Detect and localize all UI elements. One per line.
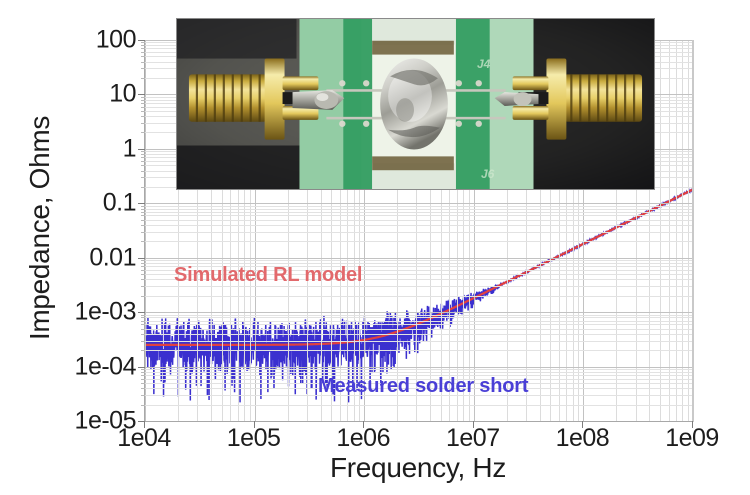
y-tick-mark-minor [141, 56, 145, 58]
y-tick-mark-minor [141, 78, 145, 80]
y-tick-mark-minor [141, 395, 145, 397]
y-tick-mark-minor [141, 340, 145, 342]
y-tick-mark-minor [141, 132, 145, 134]
y-tick-label: 1e-05 [74, 406, 137, 435]
y-tick-label: 0.1 [102, 188, 137, 217]
y-axis-ticks: 100 10 1 0.1 0.01 1e-03 1e-04 1e-05 [0, 0, 137, 495]
y-tick-mark [138, 203, 145, 205]
y-tick-mark-minor [141, 170, 145, 172]
x-tick-label: 1e05 [226, 424, 281, 452]
x-tick-mark [363, 421, 365, 428]
annotation-simulated-rl-model: Simulated RL model [174, 264, 363, 286]
x-axis-title: Frequency, Hz [329, 452, 507, 483]
y-tick-mark-minor [141, 320, 145, 322]
y-tick-mark-minor [141, 219, 145, 221]
y-tick-mark-minor [141, 160, 145, 162]
x-tick-label: 1e09 [665, 424, 719, 452]
x-tick-label: 1e07 [445, 424, 500, 452]
y-tick-mark-minor [141, 211, 145, 213]
y-tick-mark [138, 40, 145, 41]
y-tick-mark-minor [141, 45, 145, 47]
y-tick-mark-minor [141, 378, 145, 380]
y-axis-title: Impedance, Ohms [24, 115, 55, 341]
y-tick-mark-minor [141, 382, 145, 384]
plot-canvas [145, 186, 693, 403]
y-tick-mark-minor [141, 177, 145, 179]
x-tick-mark [472, 421, 474, 428]
y-tick-mark-minor [141, 102, 145, 104]
y-tick-mark-minor [141, 157, 145, 159]
x-tick-mark [692, 421, 693, 428]
y-tick-mark-minor [141, 205, 145, 207]
y-tick-mark-minor [141, 241, 145, 243]
y-tick-mark-minor [141, 333, 145, 335]
y-tick-mark-minor [141, 215, 145, 217]
y-tick-mark-minor [141, 68, 145, 70]
y-tick-mark-minor [141, 295, 145, 297]
y-tick-mark-minor [141, 350, 145, 352]
y-tick-mark-minor [141, 328, 145, 330]
y-tick-mark-minor [141, 116, 145, 118]
y-tick-mark-minor [141, 96, 145, 98]
board-photo-illustration [177, 19, 654, 189]
y-tick-mark-minor [141, 404, 145, 406]
y-tick-mark [138, 366, 145, 368]
y-tick-mark [138, 148, 145, 150]
x-tick-label: 1e08 [555, 424, 610, 452]
y-tick-mark-minor [141, 266, 145, 268]
y-tick-label: 1e-04 [74, 352, 137, 381]
y-tick-mark [138, 257, 145, 259]
y-tick-mark-minor [141, 286, 145, 288]
y-tick-mark-minor [141, 208, 145, 210]
y-tick-label: 0.01 [89, 243, 136, 272]
plot-right-border [692, 40, 694, 422]
y-tick-label: 10 [109, 79, 136, 108]
y-tick-mark-minor [141, 224, 145, 226]
y-tick-mark-minor [141, 279, 145, 281]
y-tick-mark-minor [141, 165, 145, 167]
y-tick-mark-minor [141, 48, 145, 50]
y-tick-mark [138, 94, 145, 96]
y-tick-mark-minor [141, 260, 145, 262]
y-tick-mark-minor [141, 317, 145, 319]
y-tick-mark-minor [141, 110, 145, 112]
y-tick-mark-minor [141, 122, 145, 124]
y-tick-mark [138, 421, 145, 422]
y-tick-mark-minor [141, 154, 145, 156]
y-tick-mark-minor [141, 274, 145, 276]
y-tick-mark [138, 312, 145, 314]
silkscreen-label-j6: J6 [481, 167, 495, 181]
y-tick-mark-minor [141, 369, 145, 371]
y-tick-mark-minor [141, 269, 145, 271]
silkscreen-label-j4: J4 [477, 57, 491, 71]
x-tick-mark [144, 421, 145, 428]
y-tick-mark-minor [141, 324, 145, 326]
y-tick-mark-minor [141, 61, 145, 63]
y-tick-mark-minor [141, 106, 145, 108]
y-tick-mark-minor [141, 314, 145, 316]
series-line-measured-solder-short [145, 186, 693, 403]
y-tick-mark-minor [141, 186, 145, 188]
x-tick-label: 1e04 [117, 424, 171, 452]
x-tick-label: 1e06 [336, 424, 390, 452]
y-tick-mark-minor [141, 52, 145, 54]
y-tick-mark-minor [141, 371, 145, 373]
annotation-measured-solder-short: Measured solder short [318, 375, 529, 397]
gridline-horizontal [145, 421, 693, 422]
y-tick-mark-minor [141, 375, 145, 376]
y-tick-mark-minor [141, 388, 145, 390]
y-tick-mark-minor [141, 151, 145, 153]
y-tick-mark-minor [141, 231, 145, 233]
y-tick-mark-minor [141, 42, 145, 44]
y-tick-label: 100 [95, 25, 137, 54]
y-tick-label: 1 [122, 134, 137, 163]
series-line-simulated-rl-model [145, 188, 693, 347]
x-tick-mark [582, 421, 584, 428]
y-tick-label: 1e-03 [74, 297, 137, 326]
y-tick-mark-minor [141, 262, 145, 264]
y-tick-mark-minor [141, 99, 145, 101]
x-tick-mark [253, 421, 255, 428]
inset-photo-solder-short-board: J4 J6 [176, 18, 655, 190]
